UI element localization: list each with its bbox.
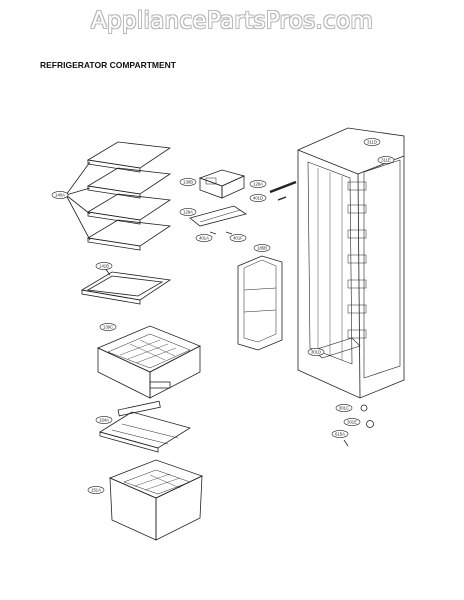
mounting-bar (269, 180, 297, 194)
callout-128a: 128A (249, 180, 267, 188)
callout-labels: 140A 141B 139C 154A 151A 130B 128A 129A (51, 138, 395, 494)
callout-text-130b: 130B (183, 180, 193, 185)
callout-185b: 185B (253, 244, 271, 252)
refrigerator-cabinet (297, 127, 405, 399)
callout-text-301d: 301D (311, 350, 321, 355)
mounting-bracket (189, 205, 247, 227)
callout-text-301c: 301C (339, 406, 349, 411)
callout-311d: 311D (363, 138, 381, 146)
lower-small-parts (343, 404, 374, 447)
callout-401d: 401D (249, 194, 267, 202)
callout-text-301e: 301E (347, 420, 357, 425)
callout-130b: 130B (179, 178, 197, 186)
callout-text-401f: 401F (233, 236, 243, 241)
callout-text-311e: 311E (381, 158, 391, 163)
callout-401f: 401F (229, 234, 247, 242)
callout-151a: 151A (87, 486, 105, 494)
glass-shelves (86, 141, 172, 251)
callout-301e: 301E (343, 418, 361, 426)
callout-text-151a: 151A (91, 488, 101, 493)
crisper-drawer-top (97, 325, 201, 399)
callout-311e: 311E (377, 156, 395, 164)
callout-301d: 301D (307, 348, 325, 356)
callout-text-615a: 615A (335, 432, 345, 437)
callout-text-401a: 401A (199, 236, 209, 241)
callout-301c: 301C (335, 404, 353, 412)
shelf-callout-leaders (65, 161, 91, 241)
callout-401a: 401A (195, 234, 213, 242)
crisper-cover-frame (99, 400, 191, 453)
watermark-logo: AppliancePartsPros.com (90, 8, 374, 34)
callout-154a: 154A (95, 416, 113, 424)
callout-text-401d: 401D (253, 196, 263, 201)
crisper-drawer-bottom (108, 459, 204, 541)
control-module (198, 169, 246, 199)
callout-text-311d: 311D (367, 140, 377, 145)
callout-text-185b: 185B (257, 246, 267, 251)
callout-text-140a: 140A (55, 193, 65, 198)
section-title: REFRIGERATOR COMPARTMENT (40, 60, 176, 70)
callout-129a: 129A (179, 208, 197, 216)
callout-141b: 141B (95, 262, 113, 270)
side-panel (237, 255, 283, 351)
callout-139c: 139C (99, 323, 117, 331)
callout-text-129a: 129A (183, 210, 193, 215)
screws (209, 196, 287, 235)
callout-615a: 615A (331, 430, 349, 438)
callout-text-141b: 141B (99, 264, 109, 269)
callout-text-128a: 128A (253, 182, 263, 187)
snack-tray (80, 267, 172, 305)
callout-text-139c: 139C (103, 325, 113, 330)
callout-140a: 140A (51, 191, 69, 199)
callout-text-154a: 154A (99, 418, 109, 423)
